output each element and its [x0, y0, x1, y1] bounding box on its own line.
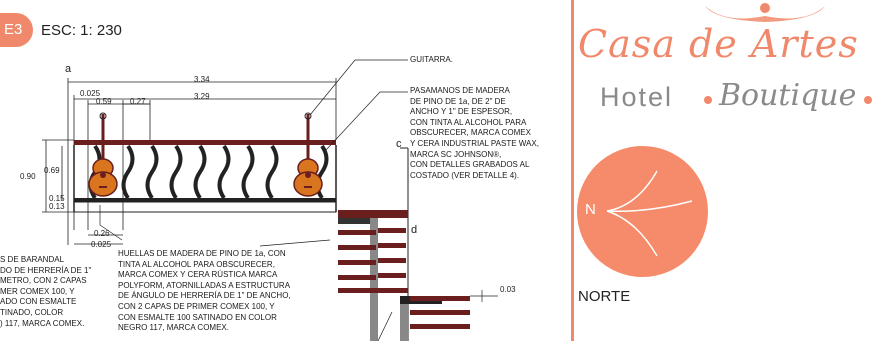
note-pasamanos: PASAMANOS DE MADERA DE PINO DE 1a, DE 2"…: [410, 86, 539, 180]
staircase-section: [338, 147, 498, 341]
dim-059: 0.59: [96, 97, 112, 106]
dim-027: 0.27: [130, 97, 146, 106]
balusters: [88, 144, 329, 200]
dim-334: 3.34: [194, 75, 210, 84]
compass-circle: N: [577, 146, 708, 277]
brand-hotel: Hotel: [600, 82, 674, 112]
note-huellas: HUELLAS DE MADERA DE PINO DE 1a, CON TIN…: [118, 249, 291, 333]
scale-label: ESC: 1: 230: [41, 22, 122, 39]
brand-dot-icon: [704, 96, 712, 104]
dim-329: 3.29: [194, 92, 210, 101]
dim-0025-bottom: 0.025: [91, 240, 112, 249]
brand-title: Casa de Artes: [578, 22, 859, 66]
brand-dot-icon-2: [864, 96, 872, 104]
north-arrow-icon: [606, 170, 693, 257]
marker-c: c: [396, 138, 402, 150]
marker-d: d: [411, 224, 418, 236]
base-beam: [73, 201, 337, 213]
brand-boutique: Boutique: [719, 78, 857, 113]
railing-elevation-drawing: [42, 59, 498, 341]
dim-090: 0.90: [20, 172, 36, 181]
top-dimension-lines: [42, 78, 337, 245]
leader-lines: [99, 59, 408, 247]
guitar-right: [293, 112, 323, 197]
dim-015: 0.15: [49, 194, 65, 203]
ornament-logo: [705, 3, 825, 22]
panel-divider: [571, 0, 574, 341]
dim-069: 0.69: [44, 166, 60, 175]
dim-0025-top: 0.025: [80, 89, 101, 98]
section-badge: E3: [0, 13, 33, 47]
marker-a: a: [65, 63, 72, 75]
compass-caption: NORTE: [578, 288, 631, 305]
bottom-rail: [74, 198, 336, 202]
guitar-left: [88, 112, 118, 197]
compass-n-label: N: [585, 201, 596, 218]
dim-026: 0.26: [94, 229, 110, 238]
dim-013: 0.13: [49, 202, 65, 211]
handrail: [74, 140, 336, 145]
dim-003: 0.03: [500, 285, 516, 294]
note-barandal: S DE BARANDAL DO DE HERRERÍA DE 1" METRO…: [0, 255, 92, 328]
note-guitarra: GUITARRA.: [410, 55, 453, 64]
